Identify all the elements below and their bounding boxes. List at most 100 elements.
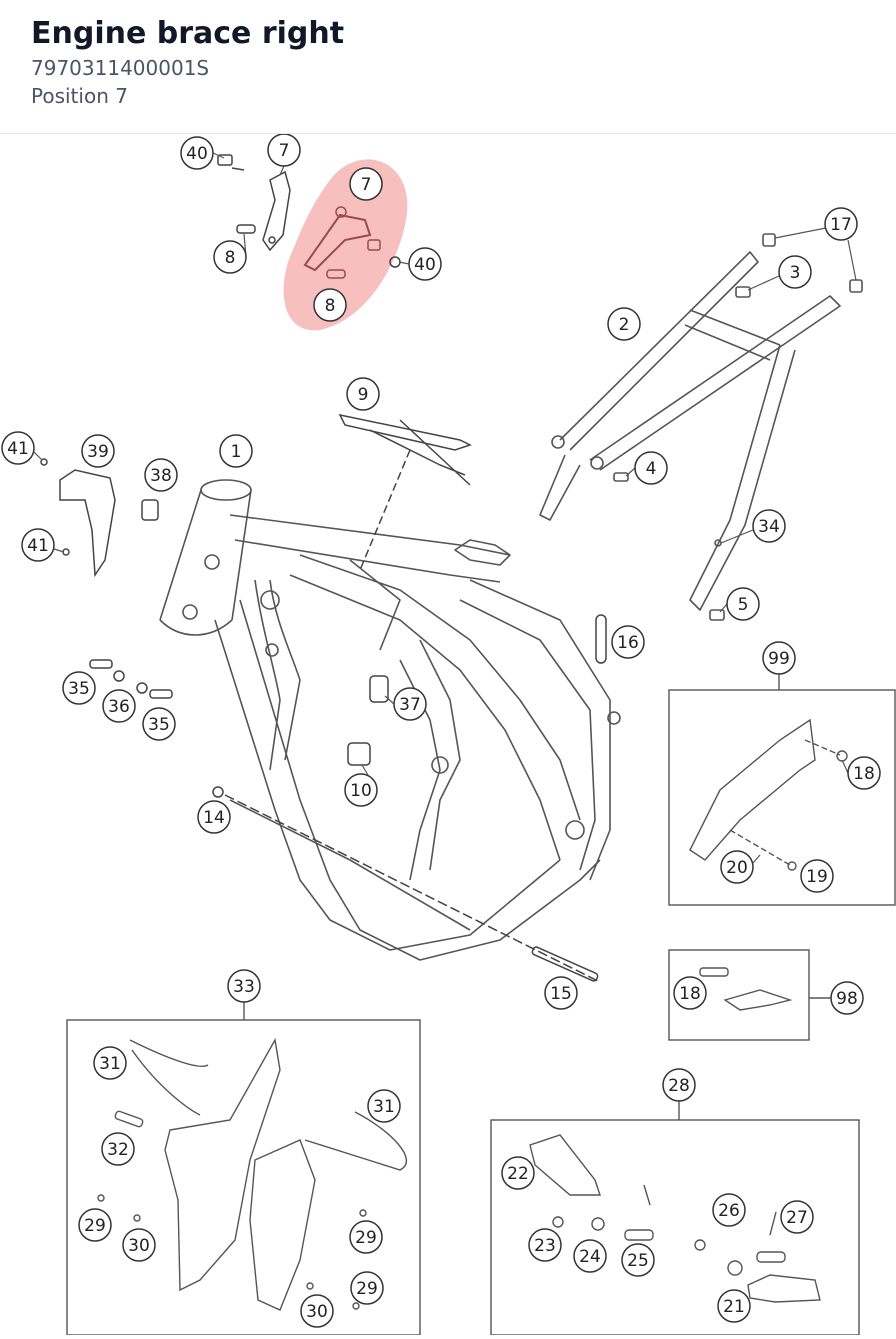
callout-c37[interactable]: 37 <box>393 687 427 721</box>
callout-c18b[interactable]: 18 <box>673 976 707 1010</box>
callout-label: 28 <box>668 1076 690 1096</box>
callout-c23[interactable]: 23 <box>528 1228 562 1262</box>
callout-circle <box>144 458 178 492</box>
callout-label: 41 <box>27 536 49 556</box>
callout-label: 8 <box>225 248 236 268</box>
callout-label: 2 <box>619 315 630 335</box>
callout-circle <box>227 969 261 1003</box>
callout-c39[interactable]: 39 <box>81 434 115 468</box>
part-header: Engine brace right 7970311400001S Positi… <box>0 0 896 134</box>
callout-c7a[interactable]: 7 <box>267 133 301 167</box>
callout-label: 34 <box>758 517 780 537</box>
callout-c30a[interactable]: 30 <box>122 1228 156 1262</box>
callout-c34[interactable]: 34 <box>752 509 786 543</box>
callout-c1[interactable]: 1 <box>219 434 253 468</box>
callout-label: 20 <box>726 858 748 878</box>
callout-label: 4 <box>646 459 657 479</box>
callout-circle <box>78 1208 112 1242</box>
left-small-parts <box>40 458 607 983</box>
callout-c8h[interactable]: 8 <box>313 288 347 322</box>
box-98 <box>668 949 831 1041</box>
callout-c35a[interactable]: 35 <box>62 671 96 705</box>
callout-c29a[interactable]: 29 <box>78 1208 112 1242</box>
callout-c19[interactable]: 19 <box>800 859 834 893</box>
callout-c26[interactable]: 26 <box>712 1193 746 1227</box>
nut-14 <box>212 786 224 798</box>
callout-c25[interactable]: 25 <box>621 1243 655 1277</box>
callout-c40a[interactable]: 40 <box>180 136 214 170</box>
callout-label: 8 <box>325 296 336 316</box>
callout-c40b[interactable]: 40 <box>408 247 442 281</box>
callout-c3[interactable]: 3 <box>778 255 812 289</box>
callout-label: 30 <box>306 1302 328 1322</box>
callout-c16[interactable]: 16 <box>611 625 645 659</box>
callout-c98[interactable]: 98 <box>830 981 864 1015</box>
callout-circle <box>720 850 754 884</box>
callout-c33[interactable]: 33 <box>227 969 261 1003</box>
highlighted-part[interactable] <box>283 159 408 331</box>
callout-c5[interactable]: 5 <box>726 587 760 621</box>
callout-label: 31 <box>99 1054 121 1074</box>
callout-label: 15 <box>550 984 572 1004</box>
clip-37 <box>369 675 389 703</box>
footpeg-21 <box>747 1274 821 1303</box>
callout-c2[interactable]: 2 <box>607 307 641 341</box>
callout-c99[interactable]: 99 <box>762 641 796 675</box>
callout-c28[interactable]: 28 <box>662 1068 696 1102</box>
callout-label: 1 <box>231 442 242 462</box>
callout-c15[interactable]: 15 <box>544 976 578 1010</box>
bolt-8a <box>236 224 256 234</box>
callout-c32[interactable]: 32 <box>101 1132 135 1166</box>
callout-c8a[interactable]: 8 <box>213 240 247 274</box>
bracket-39 <box>59 469 116 578</box>
callout-c22[interactable]: 22 <box>501 1156 535 1190</box>
callout-circle <box>349 167 383 201</box>
callout-circle <box>762 641 796 675</box>
callout-label: 14 <box>203 808 225 828</box>
callout-c41b[interactable]: 41 <box>21 528 55 562</box>
callout-c29b[interactable]: 29 <box>349 1220 383 1254</box>
callout-c17[interactable]: 17 <box>824 207 858 241</box>
bolt-4 <box>613 472 629 482</box>
callout-label: 41 <box>7 439 29 459</box>
callout-c4[interactable]: 4 <box>634 451 668 485</box>
callout-circle <box>62 671 96 705</box>
callout-circle <box>712 1193 746 1227</box>
callout-c41a[interactable]: 41 <box>1 431 35 465</box>
callout-circle <box>778 255 812 289</box>
callout-c7h[interactable]: 7 <box>349 167 383 201</box>
callout-c21[interactable]: 21 <box>717 1289 751 1323</box>
callout-label: 7 <box>279 141 290 161</box>
callout-label: 18 <box>679 984 701 1004</box>
callout-label: 10 <box>350 781 372 801</box>
callout-circle <box>621 1243 655 1277</box>
callout-circle <box>830 981 864 1015</box>
callout-c20[interactable]: 20 <box>720 850 754 884</box>
callout-label: 36 <box>108 697 130 717</box>
callout-c14[interactable]: 14 <box>197 800 231 834</box>
callout-label: 98 <box>836 989 858 1009</box>
callout-c29c[interactable]: 29 <box>350 1271 384 1305</box>
callout-c38[interactable]: 38 <box>144 458 178 492</box>
callout-c9[interactable]: 9 <box>346 377 380 411</box>
callout-c31b[interactable]: 31 <box>367 1089 401 1123</box>
callout-circle <box>349 1220 383 1254</box>
callout-c35b[interactable]: 35 <box>142 707 176 741</box>
callout-circle <box>752 509 786 543</box>
callout-c31a[interactable]: 31 <box>93 1046 127 1080</box>
callout-circle <box>611 625 645 659</box>
callout-c10[interactable]: 10 <box>344 773 378 807</box>
callout-circle <box>300 1294 334 1328</box>
callout-c36[interactable]: 36 <box>102 689 136 723</box>
callout-c27[interactable]: 27 <box>780 1200 814 1234</box>
steering-head <box>200 479 252 501</box>
callout-c18a[interactable]: 18 <box>847 756 881 790</box>
callout-c30b[interactable]: 30 <box>300 1294 334 1328</box>
callout-circle <box>780 1200 814 1234</box>
main-frame <box>159 479 621 961</box>
callout-c24[interactable]: 24 <box>573 1239 607 1273</box>
callout-label: 7 <box>361 175 372 195</box>
callout-circle <box>1 431 35 465</box>
